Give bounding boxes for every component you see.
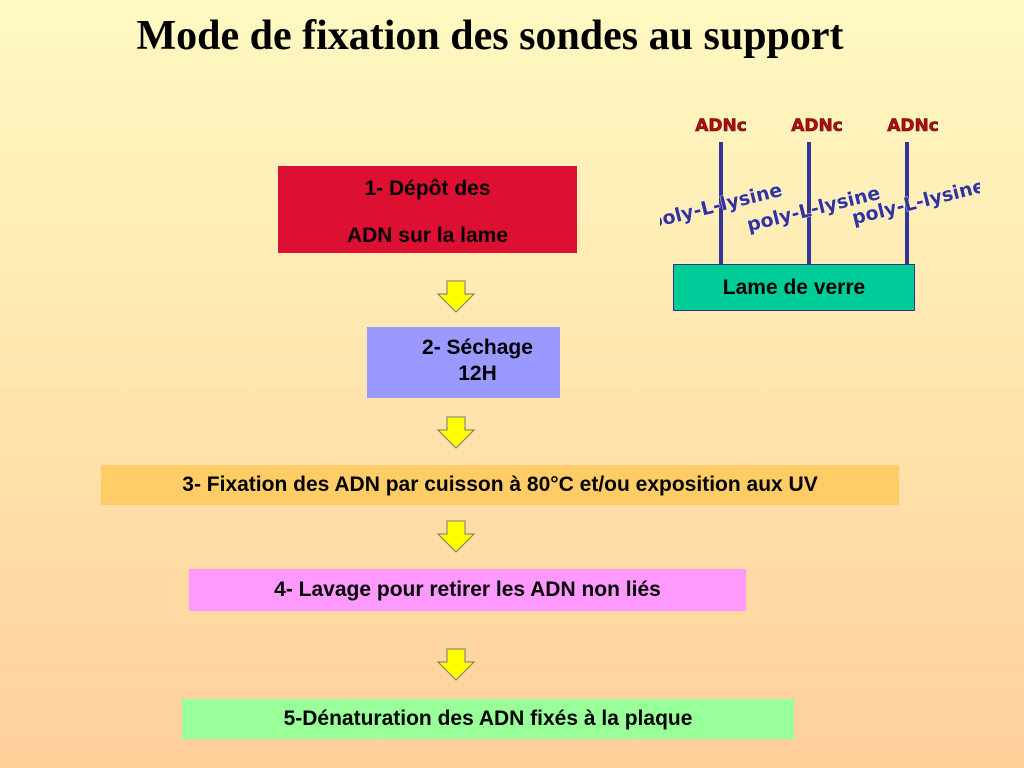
slide-title: Mode de fixation des sondes au support xyxy=(136,13,844,59)
adnc-label: ADNc xyxy=(791,116,843,136)
step-2-box: 2- Séchage 12H xyxy=(367,327,560,398)
adnc-label: ADNc xyxy=(695,116,747,136)
down-arrow-icon xyxy=(437,648,475,681)
down-arrow-icon xyxy=(437,520,475,553)
adnc-label: ADNc xyxy=(887,116,939,136)
down-arrow-icon xyxy=(437,416,475,449)
probe-fixation-illustration: ADNc ADNc ADNc poly-L-lysine poly-L-lysi… xyxy=(660,116,980,264)
step-1-box: 1- Dépôt des ADN sur la lame xyxy=(278,166,577,253)
glass-slide: Lame de verre xyxy=(673,264,915,311)
down-arrow-icon xyxy=(437,280,475,313)
step-5-box: 5-Dénaturation des ADN fixés à la plaque xyxy=(182,699,794,739)
step-1-line-1: 1- Dépôt des xyxy=(364,177,491,200)
step-4-box: 4- Lavage pour retirer les ADN non liés xyxy=(189,569,746,611)
step-3-box: 3- Fixation des ADN par cuisson à 80°C e… xyxy=(101,465,899,505)
step-1-line-2: ADN sur la lame xyxy=(346,224,509,247)
